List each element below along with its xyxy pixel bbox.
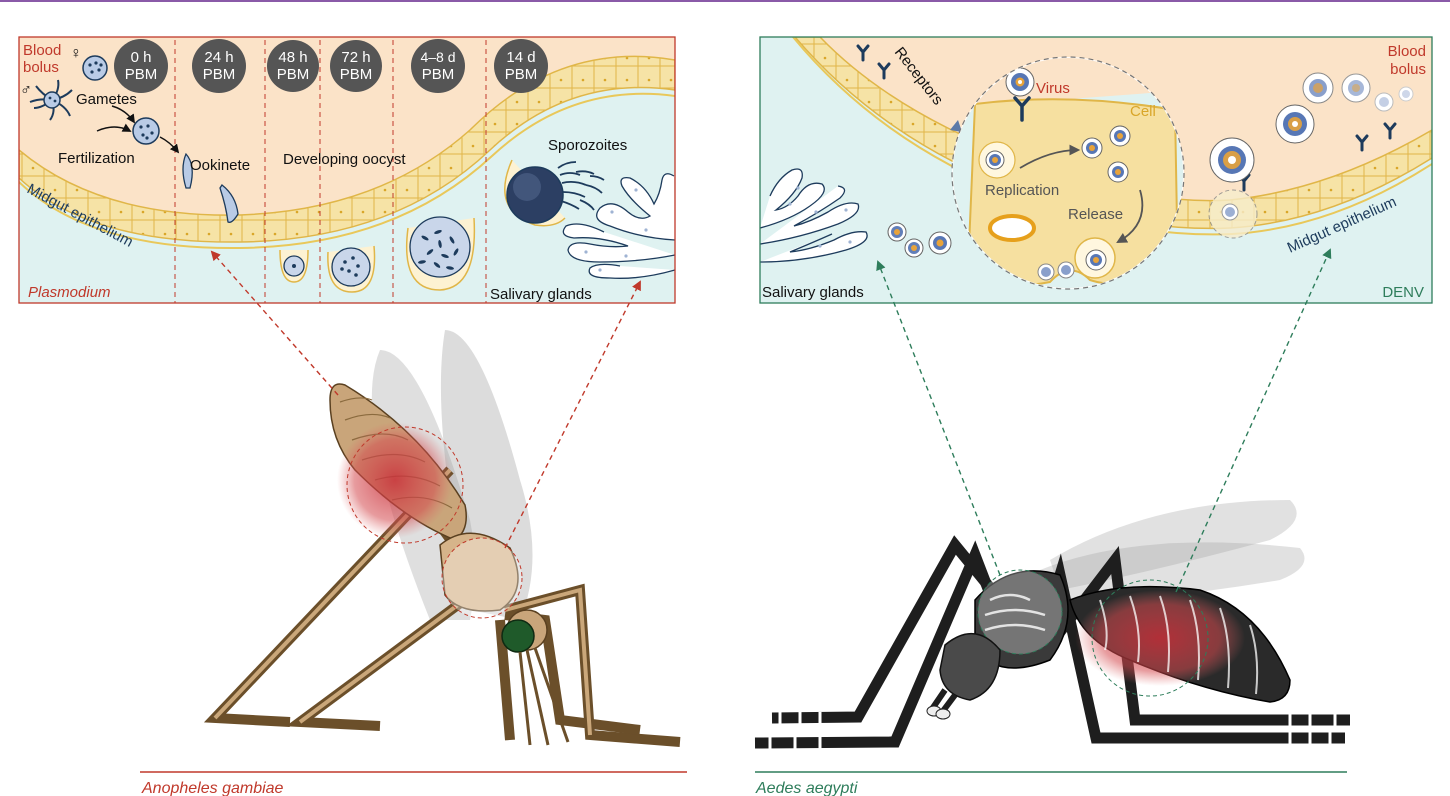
male-symbol: ♂ [20, 82, 32, 99]
timepoint-4-8d-time: 4–8 d [420, 49, 455, 65]
timepoint-4-8d-unit: PBM [422, 66, 455, 83]
anopheles-midgut-zoom-ring [346, 426, 464, 544]
anopheles-midgut-zoom-arrow [210, 250, 339, 396]
salivary-glands-left-icon [562, 173, 675, 279]
timepoint-48h-time: 48 h [278, 49, 307, 66]
timepoint-72h: 72 h PBM [330, 40, 382, 92]
plasmodium-panel-frame [18, 36, 676, 304]
sporozoites-icon [557, 161, 605, 211]
blood-bolus-label-right-1: Blood [1388, 43, 1426, 60]
timepoint-4-8d: 4–8 d PBM [411, 39, 465, 93]
midgut-epithelium-band-left [19, 55, 675, 243]
receptor-bound-icon [950, 120, 962, 132]
denv-panel-frame [759, 36, 1433, 304]
aedes-thorax [974, 570, 1069, 669]
plasmodium-label: Plasmodium [28, 284, 111, 301]
timepoint-0h-unit: PBM [125, 66, 158, 83]
entering-virus-icon [1221, 203, 1239, 221]
female-gamete-icon [82, 55, 108, 81]
blood-bolus-label-left-2: bolus [23, 59, 59, 76]
female-symbol: ♀ [70, 45, 82, 62]
aedes-leg-bands [768, 712, 1337, 749]
magnified-cell [951, 56, 1185, 290]
aedes-thorax-lyre [984, 593, 1046, 632]
ookinete-crossing-icon [219, 184, 239, 223]
magnified-cell-outline [951, 56, 1185, 290]
aedes-abdomen-segments [1099, 595, 1259, 695]
timepoint-0h: 0 h PBM [114, 39, 168, 93]
blood-bolus-label-right-2: bolus [1390, 61, 1426, 78]
salivary-glands-right-icon [760, 168, 868, 263]
timepoint-badges: 0 h PBM 24 h PBM 48 h PBM 72 h PBM 4–8 d [114, 39, 548, 93]
ookinete-arrow [159, 136, 180, 154]
gametes-label: Gametes [76, 91, 137, 108]
denv-label: DENV [1382, 284, 1424, 301]
anopheles-thorax [439, 532, 519, 612]
ookinete-label: Ookinete [190, 157, 250, 174]
virus-label: Virus [1036, 80, 1070, 97]
bolus-virus-icons [1209, 72, 1414, 183]
aedes-palp-tip-2 [935, 708, 951, 720]
oocyst-72h-icon [327, 245, 376, 293]
incoming-virus-icon [1005, 67, 1035, 97]
lumen-virus-icons [887, 222, 952, 258]
replication-arrow [1019, 144, 1081, 169]
anopheles-gland-zoom-ring [441, 537, 523, 619]
cell-nucleus [988, 214, 1036, 242]
aedes-gland-zoom-fill [978, 570, 1062, 654]
anopheles-gland-zoom-fill [442, 538, 522, 618]
receptor-zoom-icon [1013, 96, 1031, 122]
male-gamete-icon [29, 79, 73, 121]
timepoint-14d-unit: PBM [505, 66, 538, 83]
anopheles-proboscis [518, 647, 570, 746]
release-arrow [1116, 189, 1144, 244]
fertilization-label: Fertilization [58, 150, 135, 167]
cell-label: Cell [1130, 103, 1156, 120]
receptor-icons [856, 44, 1397, 192]
aedes-gland-zoom-ring [977, 569, 1063, 655]
salivary-glands-label-right: Salivary glands [762, 284, 864, 301]
anopheles-mosquito-illustration [203, 250, 681, 747]
timepoint-14d-time: 14 d [506, 49, 535, 66]
salivary-glands-label-left: Salivary glands [490, 286, 592, 303]
anopheles-blood-meal [337, 422, 453, 538]
aedes-head [939, 632, 1001, 701]
replication-label: Replication [985, 182, 1059, 199]
timepoint-48h: 48 h PBM [267, 40, 319, 92]
sporozoites-label: Sporozoites [548, 137, 627, 154]
timepoint-0h-time: 0 h [131, 49, 152, 66]
blood-bolus-label-left-1: Blood [23, 42, 61, 59]
gamete-arrow [111, 105, 135, 124]
anopheles-gland-zoom-arrow [504, 280, 641, 549]
developing-oocyst-label: Developing oocyst [283, 151, 406, 168]
zygote-icon [132, 117, 160, 145]
timepoint-48h-unit: PBM [277, 66, 310, 83]
aedes-midgut-zoom-ring [1091, 579, 1209, 697]
timepoint-24h-time: 24 h [204, 49, 233, 66]
denv-panel: Receptors Virus Cell Replication Release… [759, 36, 1433, 304]
mature-oocyst-icon [504, 159, 566, 227]
anopheles-eye [501, 619, 535, 653]
basal-lamina-left [19, 92, 675, 250]
ookinete-icon [182, 152, 193, 189]
oocyst-48h-icon [279, 249, 309, 283]
top-rule [0, 0, 1450, 2]
oocyst-4-8d-icon [405, 216, 476, 291]
anopheles-species-label: Anopheles gambiae [141, 780, 284, 796]
release-label: Release [1068, 206, 1123, 223]
plasmodium-panel: 0 h PBM 24 h PBM 48 h PBM 72 h PBM 4–8 d [18, 36, 676, 304]
timepoint-72h-unit: PBM [340, 66, 373, 83]
stage-dividers [174, 40, 487, 303]
timepoint-72h-time: 72 h [341, 49, 370, 66]
aedes-species-label: Aedes aegypti [755, 780, 858, 796]
timepoint-24h: 24 h PBM [192, 39, 246, 93]
aedes-mosquito-illustration [754, 248, 1350, 749]
timepoint-14d: 14 d PBM [494, 39, 548, 93]
timepoint-24h-unit: PBM [203, 66, 236, 83]
fertilization-arrow [96, 123, 132, 132]
aedes-gland-zoom-arrow [876, 260, 1001, 576]
